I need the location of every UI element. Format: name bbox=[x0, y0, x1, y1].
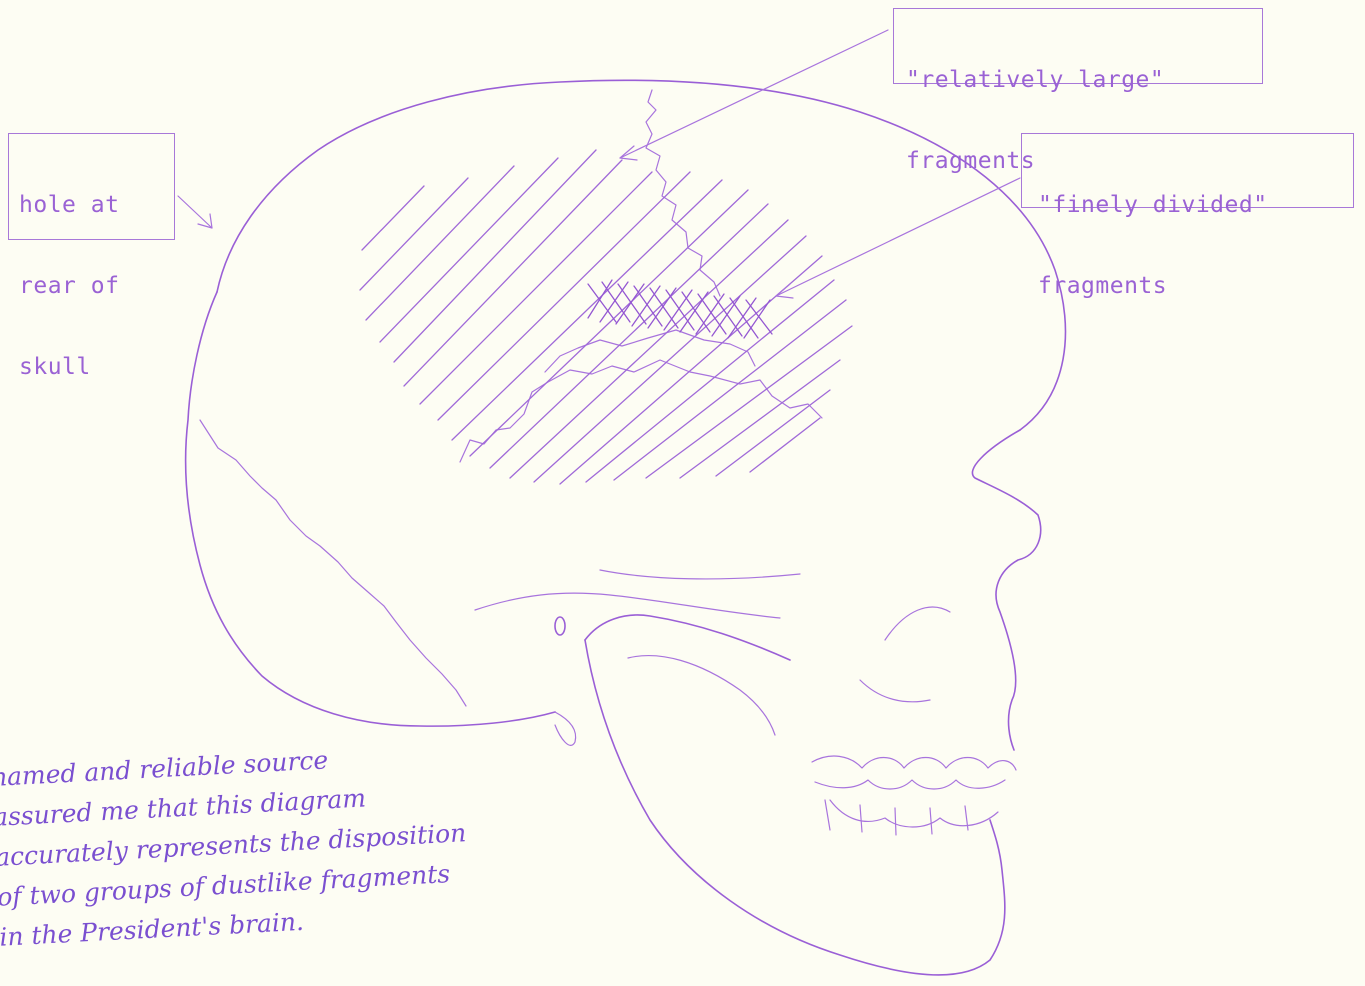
fine-fragments-crosshatch bbox=[588, 280, 772, 338]
squamosal-suture bbox=[460, 360, 822, 462]
mastoid-process bbox=[555, 712, 576, 745]
cheek-line bbox=[860, 680, 930, 702]
lambdoid-suture bbox=[200, 420, 466, 706]
label-relatively-large: "relatively large" fragments bbox=[893, 8, 1263, 84]
label-finely-divided: "finely divided" fragments bbox=[1021, 133, 1354, 208]
coronoid-process bbox=[628, 656, 775, 735]
zygomatic-arch bbox=[475, 593, 780, 618]
face-profile-outline bbox=[972, 430, 1040, 750]
ear-opening bbox=[555, 617, 565, 635]
label-hole-line-3: skull bbox=[19, 354, 162, 381]
handwritten-note: named and reliable source assured me tha… bbox=[0, 729, 560, 958]
label-fine-line-2: fragments bbox=[1038, 273, 1341, 300]
parietal-suture bbox=[545, 330, 755, 372]
arrow-hole bbox=[178, 196, 212, 228]
mandible-outline bbox=[585, 640, 1005, 975]
label-large-line-1: "relatively large" bbox=[906, 67, 1250, 94]
label-fine-line-1: "finely divided" bbox=[1038, 192, 1341, 219]
label-hole-line-2: rear of bbox=[19, 273, 162, 300]
eye-socket bbox=[885, 607, 950, 640]
mandible-ramus bbox=[585, 615, 790, 660]
label-hole-line-1: hole at bbox=[19, 192, 162, 219]
skull-back-outline bbox=[186, 292, 555, 726]
label-hole-at-rear: hole at rear of skull bbox=[8, 133, 175, 240]
large-fragments-hatching bbox=[360, 150, 852, 484]
teeth bbox=[812, 756, 1016, 835]
arrow-large bbox=[620, 30, 888, 160]
temporal-line bbox=[600, 570, 800, 579]
